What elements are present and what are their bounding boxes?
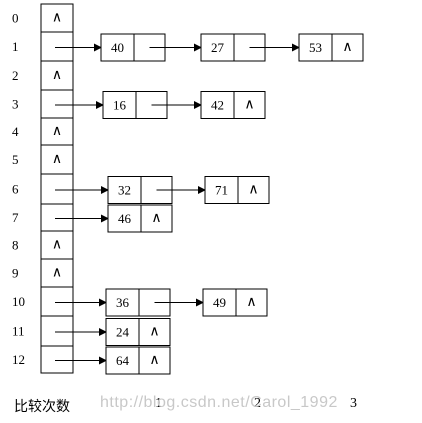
row-index-label: 7 (12, 210, 19, 225)
list-node (107, 204, 173, 233)
null-pointer-symbol: ∧ (248, 183, 258, 198)
row-index-label: 8 (12, 238, 19, 253)
bucket-cell (40, 173, 74, 205)
node-key: 42 (211, 98, 224, 113)
node-key: 27 (211, 40, 225, 55)
null-pointer-symbol: ∧ (246, 295, 256, 310)
list-node (204, 176, 270, 204)
node-key: 40 (111, 40, 124, 55)
node-key: 24 (116, 325, 130, 340)
null-pointer-symbol: ∧ (52, 124, 62, 139)
null-pointer-symbol: ∧ (52, 11, 62, 26)
list-node (200, 91, 266, 119)
null-pointer-symbol: ∧ (151, 211, 161, 226)
row-index-label: 12 (12, 352, 25, 367)
row-index-label: 5 (12, 152, 19, 167)
list-node (202, 288, 268, 317)
node-key: 71 (215, 183, 228, 198)
bucket-cell (40, 203, 74, 232)
null-pointer-symbol: ∧ (149, 353, 159, 368)
row-index-label: 6 (12, 182, 19, 197)
row-index-label: 2 (12, 68, 19, 83)
null-pointer-symbol: ∧ (52, 152, 62, 167)
node-key: 49 (213, 295, 226, 310)
bucket-cell (40, 60, 74, 91)
null-pointer-symbol: ∧ (149, 325, 159, 340)
bucket-cell (40, 230, 74, 260)
node-key: 46 (118, 211, 132, 226)
row-index-label: 3 (12, 97, 19, 112)
node-key: 36 (116, 295, 130, 310)
comparison-count-1: 1 (155, 396, 162, 411)
node-key: 16 (113, 98, 127, 113)
null-pointer-symbol: ∧ (52, 68, 62, 83)
bucket-cell (40, 144, 74, 175)
watermark-text: http://blog.csdn.net/Carol_1992 (100, 394, 338, 411)
null-pointer-symbol: ∧ (244, 98, 254, 113)
null-pointer-symbol: ∧ (52, 238, 62, 253)
bucket-cell (40, 286, 74, 317)
row-index-label: 11 (12, 324, 25, 339)
comparison-count-label: 比较次数 (14, 400, 70, 415)
bucket-cell (40, 345, 74, 374)
row-index-label: 9 (12, 266, 19, 281)
null-pointer-symbol: ∧ (342, 40, 352, 55)
bucket-cell (40, 258, 74, 288)
bucket-cell (40, 315, 74, 347)
null-pointer-symbol: ∧ (52, 266, 62, 281)
row-index-label: 10 (12, 294, 25, 309)
bucket-cell (40, 31, 74, 62)
list-node (298, 33, 364, 62)
bucket-cell (40, 3, 74, 33)
comparison-count-3: 3 (350, 396, 357, 411)
row-index-label: 4 (12, 124, 19, 139)
node-key: 32 (118, 183, 131, 198)
node-key: 64 (116, 353, 130, 368)
comparison-count-2: 2 (254, 396, 261, 411)
row-index-label: 0 (12, 11, 19, 26)
bucket-cell (40, 89, 74, 119)
list-node (105, 318, 171, 346)
row-index-label: 1 (12, 39, 19, 54)
node-key: 53 (309, 40, 322, 55)
list-node (105, 346, 171, 375)
